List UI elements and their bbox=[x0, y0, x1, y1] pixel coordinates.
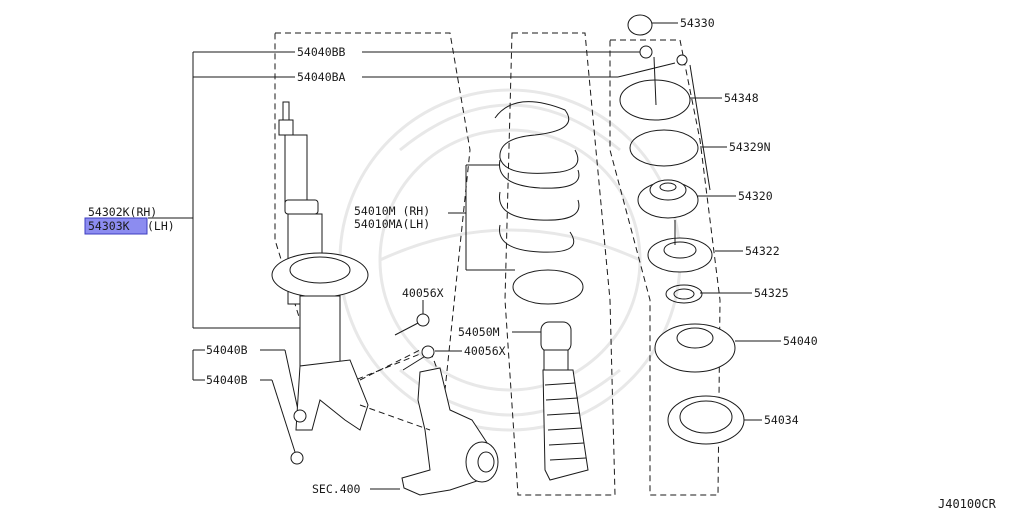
label-54303K-suffix: (LH) bbox=[147, 219, 175, 233]
label-54040B-lower[interactable]: 54040B bbox=[206, 373, 248, 387]
bolts-40056X bbox=[394, 313, 435, 371]
label-54330[interactable]: 54330 bbox=[680, 16, 715, 30]
label-54040[interactable]: 54040 bbox=[783, 334, 818, 348]
left-bracket bbox=[148, 51, 310, 381]
label-54329N[interactable]: 54329N bbox=[729, 140, 771, 154]
label-54325[interactable]: 54325 bbox=[754, 286, 789, 300]
highlight-box-54303K bbox=[84, 217, 148, 235]
bump-stop-boot bbox=[540, 321, 589, 481]
label-54302K[interactable]: 54302K(RH) bbox=[88, 205, 157, 219]
diagram-code: J40100CR bbox=[938, 497, 997, 510]
strut-assembly bbox=[271, 101, 369, 465]
label-54320[interactable]: 54320 bbox=[738, 189, 773, 203]
steering-knuckle bbox=[359, 349, 499, 496]
label-54034[interactable]: 54034 bbox=[764, 413, 799, 427]
coil-spring bbox=[494, 101, 584, 305]
label-40056X-lower[interactable]: 40056X bbox=[464, 344, 506, 358]
label-sec400[interactable]: SEC.400 bbox=[312, 482, 361, 496]
label-54303K[interactable]: 54303K bbox=[88, 219, 130, 233]
spring-dashed-group bbox=[504, 32, 616, 496]
label-54040BB[interactable]: 54040BB bbox=[297, 45, 346, 59]
label-54040BA[interactable]: 54040BA bbox=[297, 70, 346, 84]
label-54040B-upper[interactable]: 54040B bbox=[206, 343, 248, 357]
label-54348[interactable]: 54348 bbox=[724, 91, 759, 105]
leader-lines bbox=[260, 22, 781, 490]
mount-dashed-group bbox=[609, 39, 721, 496]
label-40056X-upper[interactable]: 40056X bbox=[402, 286, 444, 300]
label-54322[interactable]: 54322 bbox=[745, 244, 780, 258]
label-54010M[interactable]: 54010M (RH) bbox=[354, 204, 430, 218]
label-54050M[interactable]: 54050M bbox=[458, 325, 500, 339]
label-54010MA[interactable]: 54010MA(LH) bbox=[354, 217, 430, 231]
top-mount-stack bbox=[619, 14, 745, 445]
